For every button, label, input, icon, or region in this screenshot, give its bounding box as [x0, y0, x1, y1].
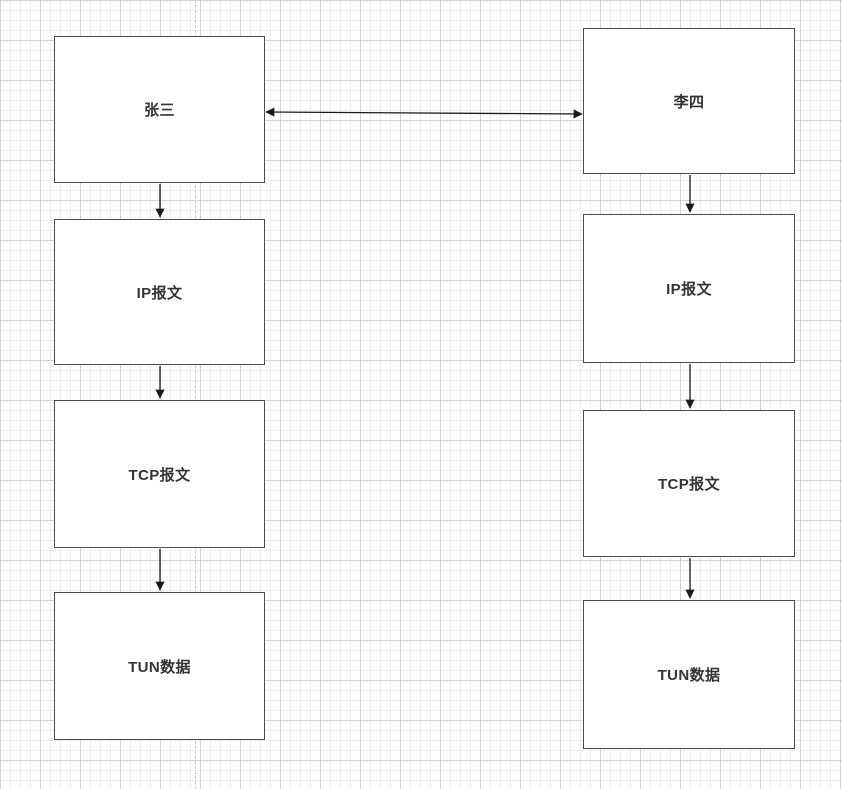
node-lisi[interactable]: 李四	[583, 28, 795, 174]
node-label: TCP报文	[657, 476, 720, 493]
node-zhangsan[interactable]: 张三	[54, 36, 265, 183]
node-tcp-packet-left[interactable]: TCP报文	[54, 400, 265, 548]
node-ip-packet-left[interactable]: IP报文	[54, 219, 265, 365]
node-tun-data-right[interactable]: TUN数据	[583, 600, 795, 749]
node-tcp-packet-right[interactable]: TCP报文	[583, 410, 795, 557]
node-label: TCP报文	[128, 466, 191, 484]
node-label: 李四	[673, 93, 705, 111]
node-label: 张三	[144, 102, 175, 119]
node-label: TUN数据	[128, 658, 191, 676]
connector-zhangsan-lisi	[265, 107, 583, 119]
node-label: TUN数据	[657, 667, 721, 684]
alignment-guide-vertical	[195, 0, 196, 789]
node-tun-data-left[interactable]: TUN数据	[54, 592, 265, 740]
node-label: IP报文	[136, 284, 183, 302]
node-label: IP报文	[666, 281, 712, 298]
node-ip-packet-right[interactable]: IP报文	[583, 214, 795, 363]
